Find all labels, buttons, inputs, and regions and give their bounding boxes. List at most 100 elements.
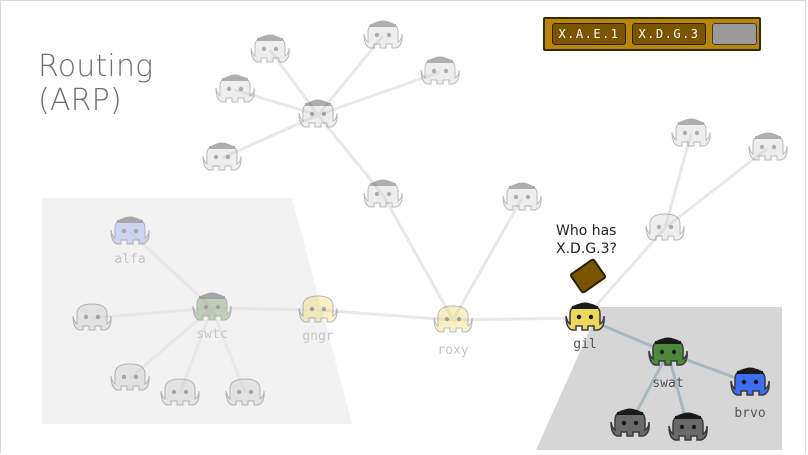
creature-icon (671, 119, 711, 147)
eye-icon (321, 111, 327, 117)
node-t5 (202, 142, 242, 171)
title-line-1: Routing (38, 49, 154, 84)
link-mid2-r2 (663, 133, 693, 229)
eye-icon (694, 130, 700, 136)
hat-icon (307, 99, 329, 104)
eye-icon (215, 304, 221, 310)
eye-icon (309, 111, 315, 117)
hat-icon (757, 132, 779, 137)
eye-icon (374, 191, 380, 197)
eye-icon (576, 314, 582, 320)
link-top-t1 (268, 49, 320, 116)
hat-icon (657, 337, 679, 342)
hat-brim (222, 78, 248, 81)
creature-icon (433, 305, 473, 333)
creature-icon (202, 143, 242, 171)
creature-icon (110, 363, 150, 391)
eye-icon (443, 68, 449, 74)
empty-mac-field (712, 23, 757, 45)
node-label-swtc: swtc (196, 327, 227, 342)
hat-icon (372, 20, 394, 25)
eye-icon (133, 374, 139, 380)
node-alfa (110, 216, 150, 245)
link-roxy-gngr (317, 308, 454, 322)
link-mid-roxy (381, 194, 455, 321)
hat-brim (572, 306, 598, 309)
eye-icon (236, 389, 242, 395)
creature-icon (298, 295, 338, 323)
node-l2 (110, 363, 150, 391)
node-label-alfa: alfa (114, 252, 145, 267)
creature-icon (192, 293, 232, 321)
eye-icon (121, 374, 127, 380)
eye-icon (238, 86, 244, 92)
node-r1 (502, 182, 542, 211)
link-swtc-l2 (129, 306, 213, 380)
node-l4 (225, 378, 265, 406)
eye-icon (759, 144, 765, 150)
link-top-t2 (316, 35, 385, 116)
node-roxy (433, 305, 473, 333)
node-t4 (215, 74, 255, 103)
eye-icon (386, 191, 392, 197)
slide-title: Routing (ARP) (38, 50, 238, 118)
hat-icon (224, 74, 246, 79)
creature-icon (298, 100, 338, 128)
node-r3 (748, 132, 788, 161)
active-subnet-zone (536, 307, 782, 450)
creature-icon (72, 303, 112, 331)
eye-icon (121, 228, 127, 234)
node-label-gil: gil (573, 337, 596, 352)
hat-brim (655, 341, 681, 344)
eye-icon (668, 224, 674, 230)
source-address-field: X.A.E.1 (552, 23, 626, 45)
link-top-t5 (221, 113, 319, 160)
creature-icon (363, 180, 403, 208)
eye-icon (213, 154, 219, 160)
destination-address-field: X.D.G.3 (632, 23, 706, 45)
eye-icon (659, 349, 665, 355)
hat-icon (259, 34, 281, 39)
hat-brim (737, 371, 763, 374)
eye-icon (203, 304, 209, 310)
eye-icon (248, 389, 254, 395)
link-top-mid (316, 114, 385, 196)
node-g1 (610, 408, 650, 437)
node-r2 (671, 118, 711, 147)
creature-icon (420, 57, 460, 85)
node-label-gngr: gngr (302, 329, 333, 344)
eye-icon (525, 194, 531, 200)
creature-icon (645, 213, 685, 241)
hat-icon (211, 142, 233, 147)
node-g2 (668, 412, 708, 441)
eye-icon (133, 228, 139, 234)
link-roxy-gil (452, 316, 586, 322)
eye-icon (225, 154, 231, 160)
eye-icon (95, 314, 101, 320)
question-line-2: X.D.G.3? (556, 241, 617, 257)
node-swat (648, 337, 688, 366)
hat-icon (372, 179, 394, 184)
hat-brim (427, 60, 453, 63)
hat-icon (677, 412, 699, 417)
eye-icon (588, 314, 594, 320)
eye-icon (679, 424, 685, 430)
hat-icon (619, 408, 641, 413)
hat-icon (680, 118, 702, 123)
link-top-t4 (234, 88, 319, 117)
eye-icon (386, 32, 392, 38)
faded-subnet-zone (42, 198, 352, 424)
eye-icon (374, 32, 380, 38)
node-l3 (160, 378, 200, 406)
node-t1 (250, 34, 290, 63)
node-top (298, 99, 338, 128)
creature-icon (215, 75, 255, 103)
eye-icon (431, 68, 437, 74)
link-swtc-l4 (210, 307, 247, 394)
eye-icon (513, 194, 519, 200)
link-top-t3 (317, 70, 441, 117)
hat-icon (201, 292, 223, 297)
eye-icon (321, 306, 327, 312)
